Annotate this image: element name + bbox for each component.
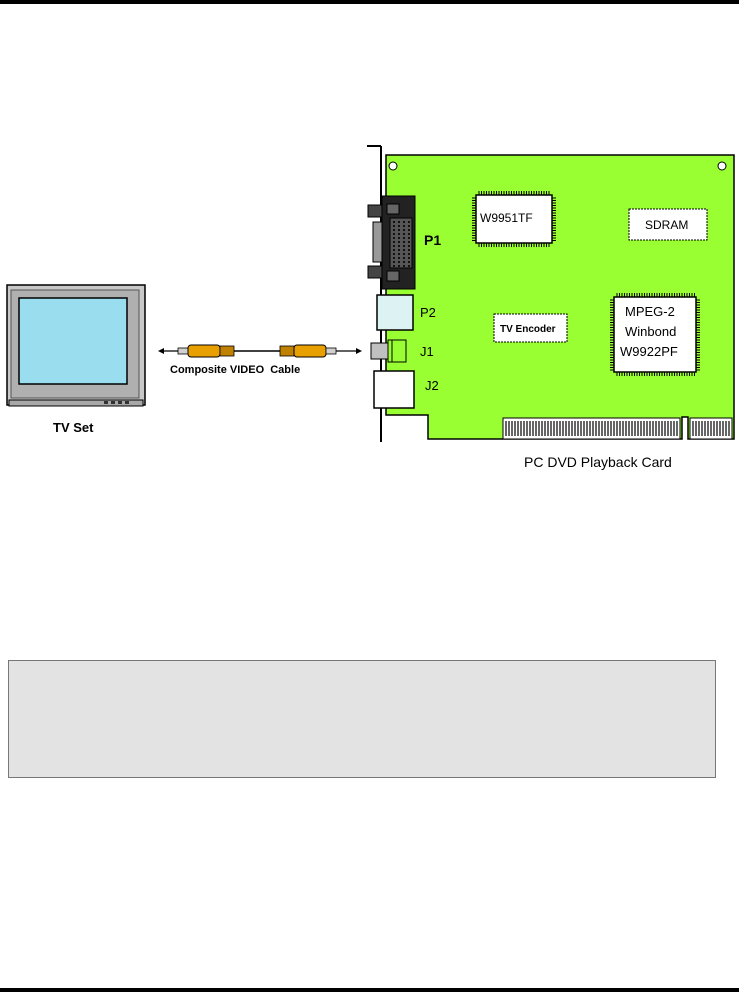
- j1-connector: [371, 340, 406, 362]
- tv-set: [7, 285, 145, 406]
- tv-set-label: TV Set: [53, 420, 94, 435]
- sdram-label: SDRAM: [645, 218, 688, 232]
- mpeg-label-line2: Winbond: [625, 324, 676, 339]
- tv-encoder-label: TV Encoder: [500, 324, 556, 335]
- cable-label: Composite VIDEO Cable: [170, 364, 300, 376]
- chip-w9951tf-label: W9951TF: [480, 211, 533, 225]
- pci-edge-connector-small: [690, 418, 732, 439]
- composite-video-cable: [158, 345, 362, 357]
- tv-screen: [19, 298, 127, 384]
- mount-hole: [389, 162, 397, 170]
- mpeg-label-line1: MPEG-2: [625, 304, 675, 319]
- j2-connector: [374, 371, 414, 408]
- p1-connector: [368, 196, 415, 289]
- j1-label: J1: [420, 344, 434, 359]
- bottom-rule: [0, 988, 739, 992]
- p2-connector: [377, 295, 413, 330]
- note-box: [8, 660, 716, 778]
- mount-hole: [718, 162, 726, 170]
- p2-label: P2: [420, 305, 436, 320]
- j2-label: J2: [425, 378, 439, 393]
- p1-label: P1: [424, 232, 441, 248]
- mpeg-label-line3: W9922PF: [620, 344, 678, 359]
- card-label: PC DVD Playback Card: [524, 454, 672, 470]
- pci-edge-connector: [503, 418, 680, 439]
